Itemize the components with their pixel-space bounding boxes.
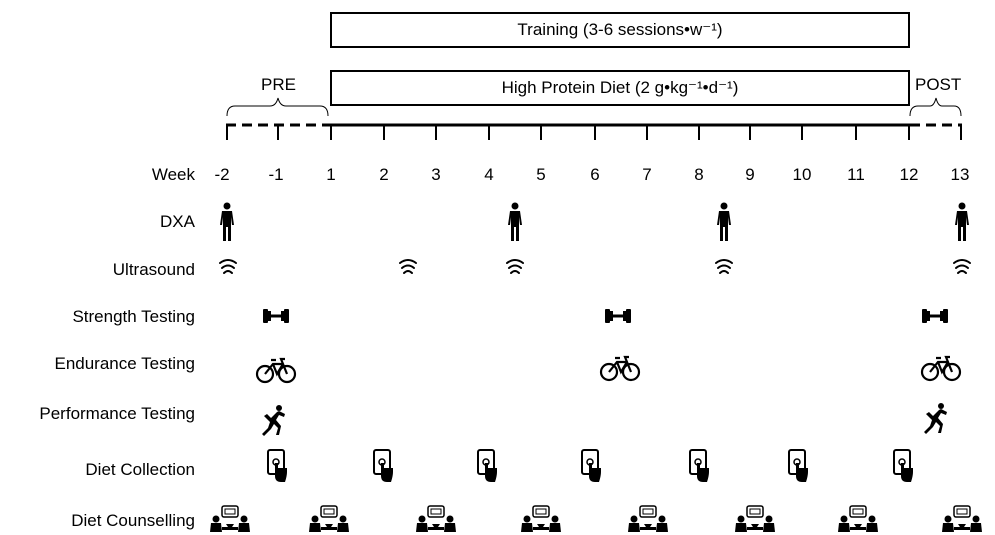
timeline-ticks [226,125,962,140]
counselling-icon [734,505,776,533]
row-label-diet-collection: Diet Collection [85,460,195,479]
training-label: Training (3-6 sessions•w⁻¹) [517,20,723,39]
tablet-touch-icon [893,449,914,483]
week-tick-label: 1 [326,165,336,184]
person-icon [717,202,731,241]
tablet-touch-icon [477,449,498,483]
bicycle-icon [920,355,962,382]
week-tick-label: 2 [379,165,389,184]
week-label: Week [151,165,195,184]
row-label-ultrasound: Ultrasound [112,260,195,279]
sprinter-icon [924,403,947,434]
week-tick-label: 3 [431,165,441,184]
person-icon [220,202,234,241]
week-tick-label: 10 [792,165,812,184]
counselling-icon [308,505,350,533]
tablet-touch-icon [581,449,602,483]
week-tick-label: -1 [268,165,284,184]
pre-brace [226,97,329,117]
row-label-endurance: Endurance Testing [54,354,195,373]
person-icon [508,202,522,241]
week-tick-label: 9 [745,165,755,184]
week-tick-label: 13 [950,165,970,184]
row-label-performance: Performance Testing [39,404,195,423]
week-tick-label: 5 [536,165,546,184]
counselling-icon [837,505,879,533]
tablet-touch-icon [267,449,288,483]
week-tick-label: 4 [484,165,494,184]
row-label-diet-counselling: Diet Counselling [71,511,195,530]
ultrasound-waves-icon [715,259,733,274]
tablet-touch-icon [788,449,809,483]
tablet-touch-icon [373,449,394,483]
counselling-icon [209,505,251,533]
ultrasound-waves-icon [953,259,971,274]
row-label-dxa: DXA [160,212,195,231]
post-brace [909,97,962,117]
diet-label: High Protein Diet (2 g•kg⁻¹•d⁻¹) [501,78,739,97]
diet-box: High Protein Diet (2 g•kg⁻¹•d⁻¹) [330,70,910,106]
week-tick-label: 6 [590,165,600,184]
week-tick-label: 11 [847,165,865,184]
counselling-icon [520,505,562,533]
dumbbell-icon [922,309,948,323]
bicycle-icon [255,357,297,384]
ultrasound-waves-icon [506,259,524,274]
training-box: Training (3-6 sessions•w⁻¹) [330,12,910,48]
dumbbell-icon [263,309,289,323]
person-icon [955,202,969,241]
pre-label: PRE [261,75,296,94]
dumbbell-icon [605,309,631,323]
tablet-touch-icon [689,449,710,483]
counselling-icon [415,505,457,533]
row-label-strength: Strength Testing [72,307,195,326]
ultrasound-waves-icon [219,259,237,274]
post-label: POST [915,75,962,94]
sprinter-icon [262,405,285,436]
ultrasound-waves-icon [399,259,417,274]
counselling-icon [941,505,983,533]
week-tick-label: 8 [694,165,704,184]
counselling-icon [627,505,669,533]
week-tick-label: -2 [214,165,230,184]
bicycle-icon [599,355,641,382]
week-tick-label: 12 [899,165,919,184]
week-tick-label: 7 [642,165,652,184]
